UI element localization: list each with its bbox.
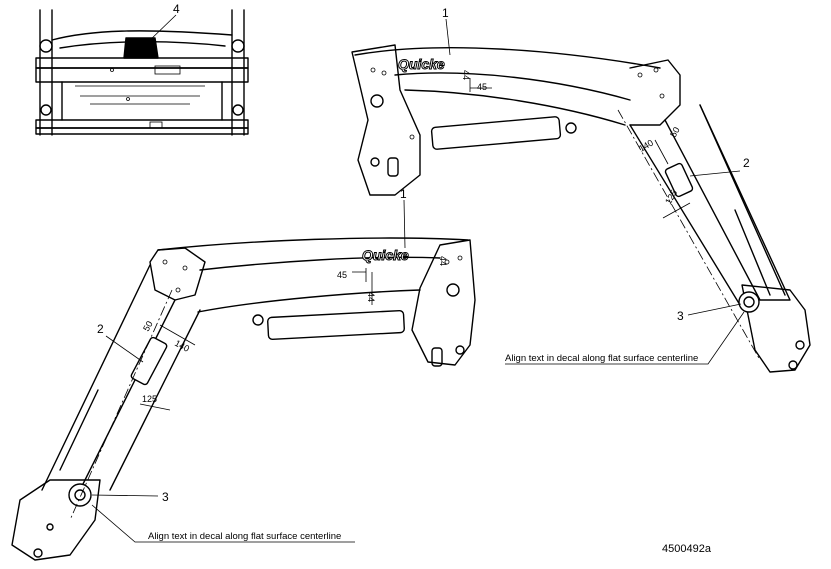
right-brand-decal: Quicke <box>398 56 445 72</box>
dim-right-50: 50 <box>668 125 682 139</box>
dim-right-45: 45 <box>477 82 487 92</box>
note-left-align-text: Align text in decal along flat surface c… <box>148 531 341 542</box>
callout-top-view: 4 <box>173 2 180 16</box>
dim-left-45: 45 <box>337 270 347 280</box>
dim-left-44: 44 <box>366 292 376 302</box>
leader-top-view <box>147 14 177 43</box>
left-brand-decal: Quicke <box>362 247 409 263</box>
dim-right-44: 44 <box>461 70 471 80</box>
callout-right-side-decal: 2 <box>743 156 750 170</box>
leader-right-brand <box>445 18 451 56</box>
leader-right-pivot <box>687 303 742 316</box>
right-loader-arm-illustration: Quicke <box>351 44 811 373</box>
dim-left-44-top: 44 <box>438 256 448 266</box>
callout-right-pivot-decal: 3 <box>677 309 684 323</box>
callout-left-side-decal: 2 <box>97 322 104 336</box>
leader-left-pivot <box>91 494 159 497</box>
leader-left-note <box>91 504 355 543</box>
top-view-illustration <box>35 9 249 136</box>
dim-left-125: 125 <box>142 394 157 404</box>
leader-left-brand <box>403 199 406 249</box>
left-loader-arm-illustration: Quicke <box>11 237 476 561</box>
leader-right-note <box>505 311 745 365</box>
callout-left-pivot-decal: 3 <box>162 490 169 504</box>
figure-id: 4500492a <box>662 543 712 555</box>
callout-right-brand-decal: 1 <box>442 6 449 20</box>
callout-left-brand-decal: 1 <box>400 187 407 201</box>
dim-left-140: 140 <box>173 338 191 354</box>
leader-right-side <box>689 170 741 177</box>
leader-left-side <box>105 335 144 363</box>
dim-left-50: 50 <box>141 319 155 333</box>
note-right-align-text: Align text in decal along flat surface c… <box>505 353 698 364</box>
